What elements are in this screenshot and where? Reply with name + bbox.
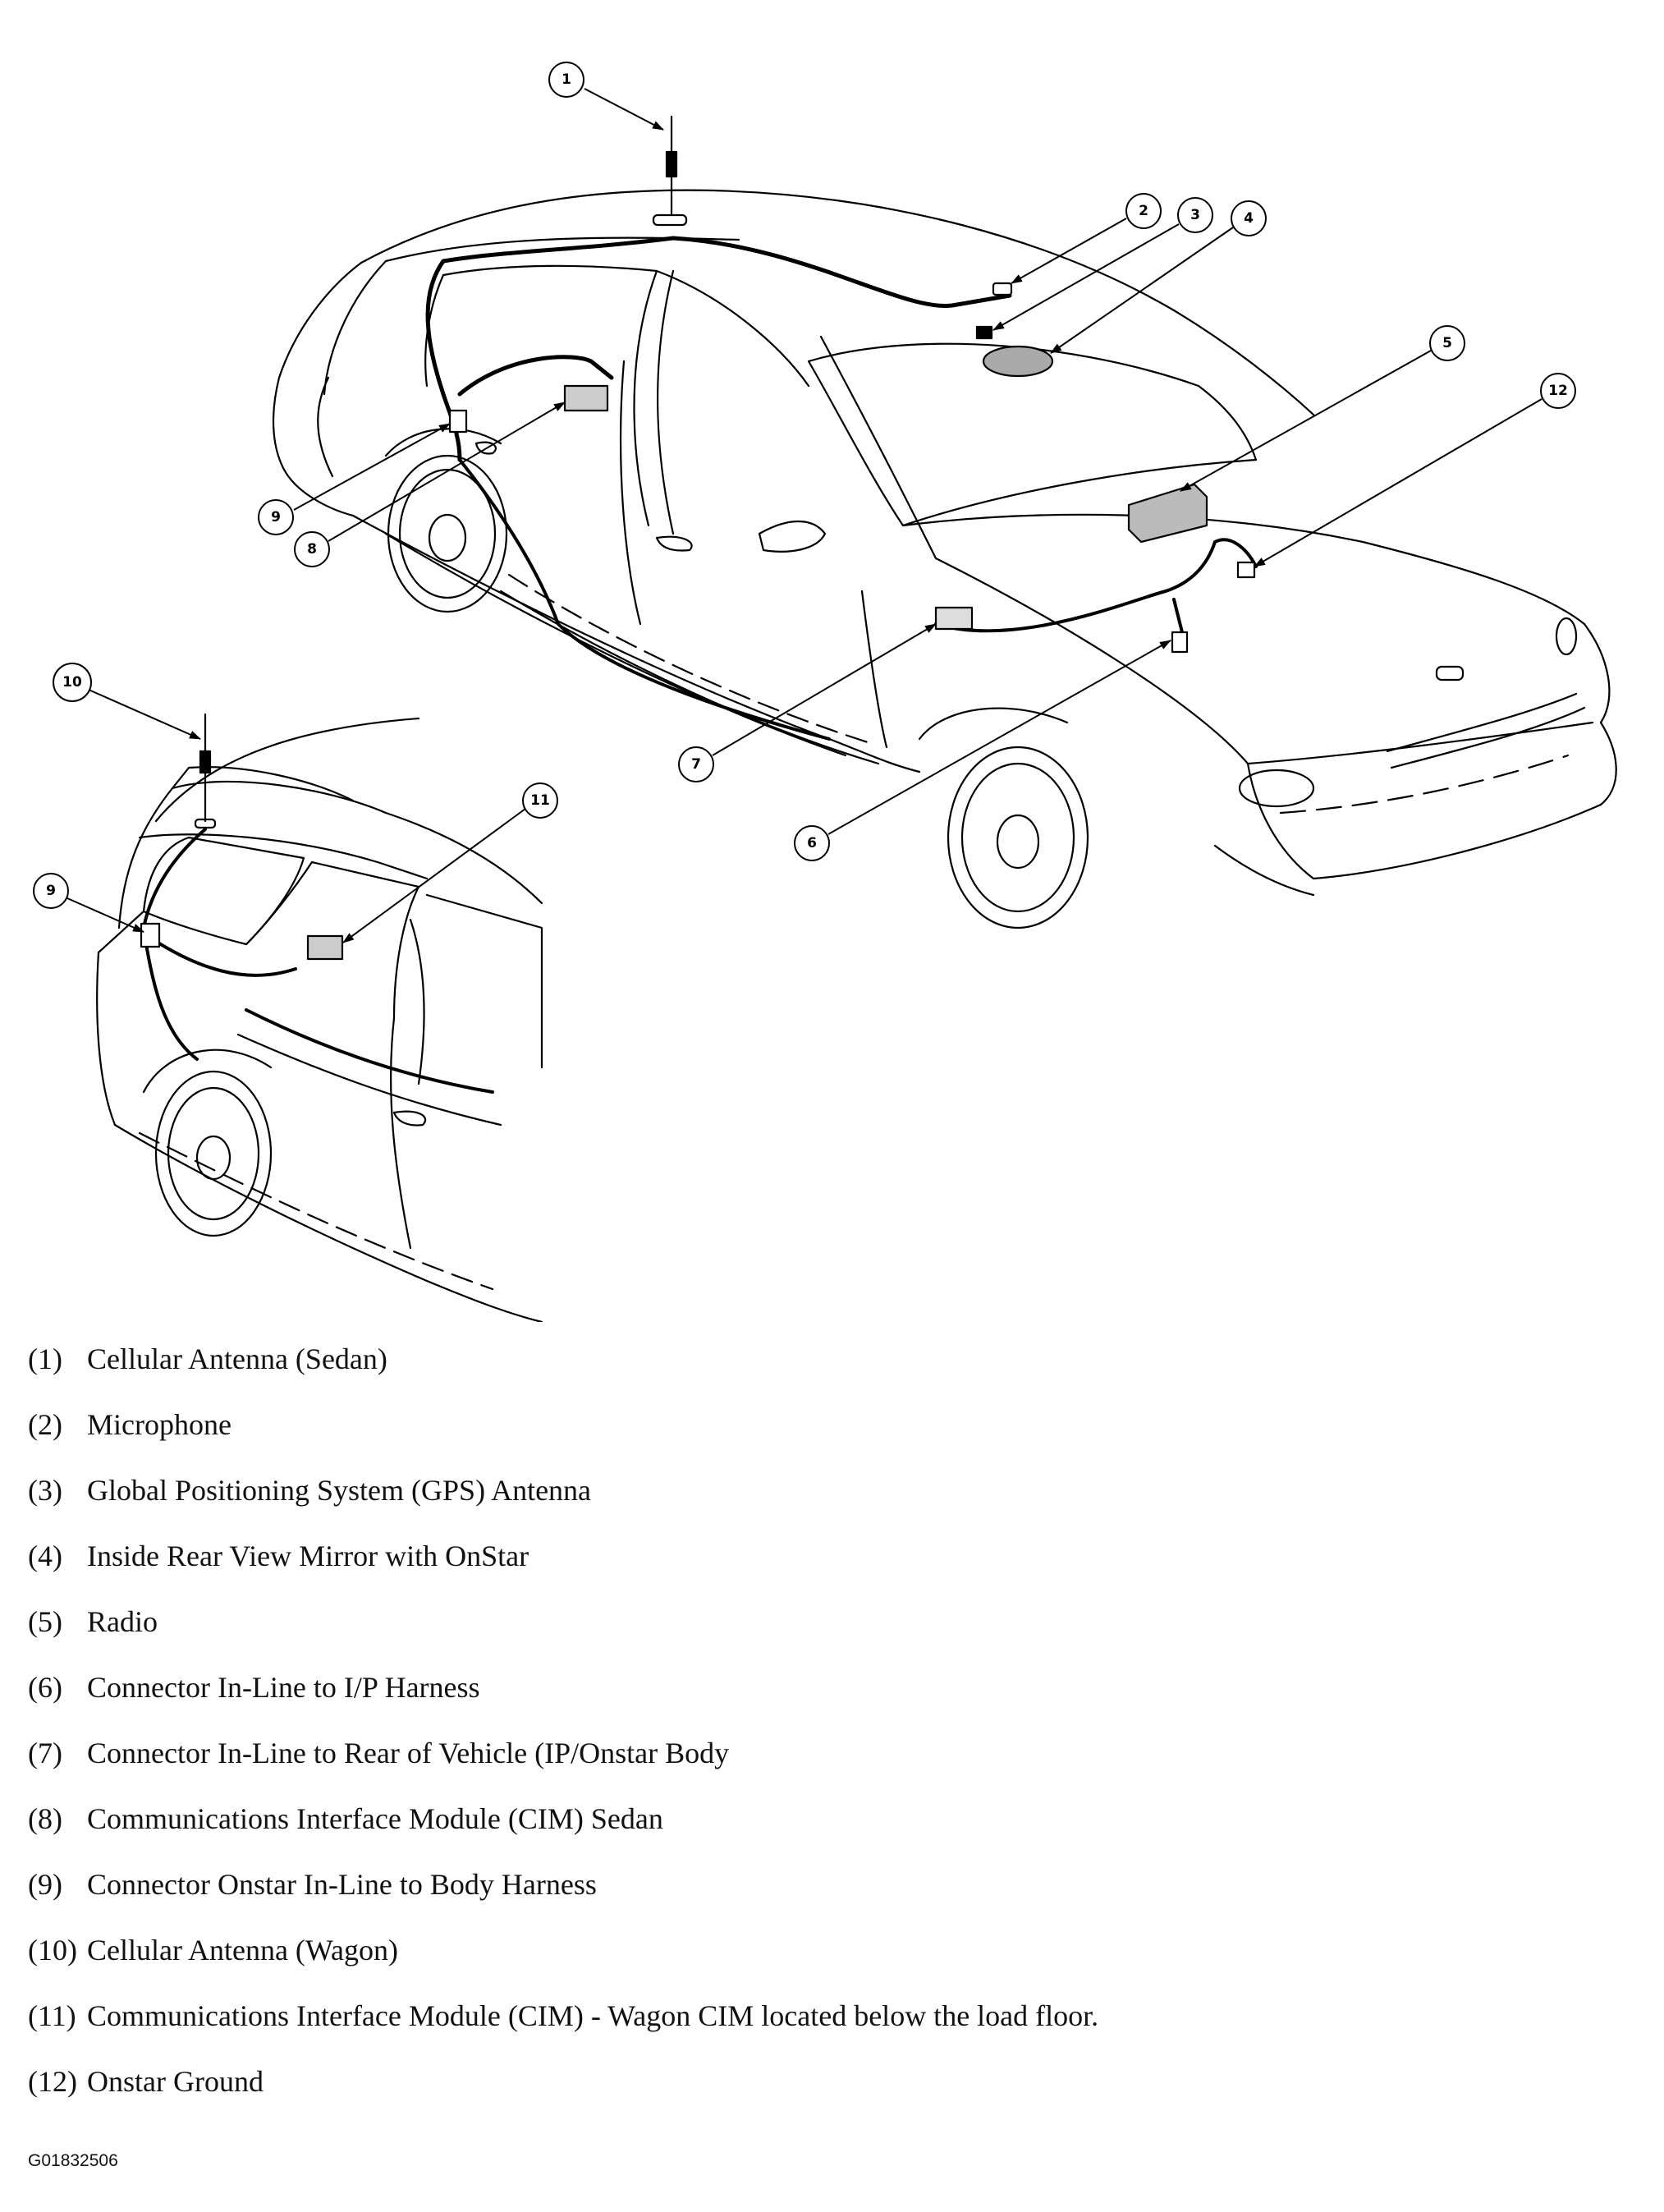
legend-number: (9) (28, 1868, 62, 1901)
legend-text: Cellular Antenna (Sedan) (87, 1342, 387, 1375)
callout-9-sedan (258, 499, 294, 535)
legend-item: (5) Radio (28, 1589, 1637, 1654)
callout-2 (1125, 193, 1162, 229)
legend-number: (12) (28, 2065, 77, 2098)
callout-7-label: 7 (691, 756, 701, 773)
wagon-drawing (96, 713, 543, 1322)
callout-2-label: 2 (1139, 203, 1148, 219)
callout-5-label: 5 (1442, 335, 1452, 351)
legend-item: (2) Microphone (28, 1392, 1637, 1457)
legend-item: (4) Inside Rear View Mirror with OnStar (28, 1523, 1637, 1589)
vehicle-diagram: 1 2 3 4 5 12 9 8 7 6 (33, 62, 1617, 1322)
legend-item: (6) Connector In-Line to I/P Harness (28, 1654, 1637, 1720)
callout-1-label: 1 (562, 71, 571, 88)
legend-number: (2) (28, 1408, 62, 1441)
legend-number: (3) (28, 1474, 62, 1507)
legend-text: Onstar Ground (87, 2065, 264, 2098)
figure-id: G01832506 (28, 2151, 118, 2170)
callout-12-label: 12 (1548, 383, 1568, 399)
callout-10-label: 10 (62, 674, 82, 691)
legend-text: Connector In-Line to I/P Harness (87, 1671, 480, 1704)
callout-11-label: 11 (530, 792, 550, 809)
legend-number: (5) (28, 1605, 62, 1638)
callout-10 (53, 663, 92, 702)
callout-4 (1231, 200, 1267, 236)
legend-text: Cellular Antenna (Wagon) (87, 1934, 398, 1966)
legend-item: (7) Connector In-Line to Rear of Vehicle … (28, 1720, 1637, 1786)
callout-9-sedan-label: 9 (271, 509, 281, 525)
legend-number: (8) (28, 1802, 62, 1835)
legend-item: (8) Communications Interface Module (CIM)… (28, 1786, 1637, 1852)
legend-number: (10) (28, 1934, 77, 1966)
callout-3-label: 3 (1190, 207, 1200, 223)
legend-text: Communications Interface Module (CIM) - … (87, 1999, 1099, 2032)
callout-9-wagon (33, 873, 69, 909)
callout-3 (1177, 197, 1213, 233)
legend-text: Connector Onstar In-Line to Body Harness (87, 1868, 597, 1901)
legend-number: (1) (28, 1342, 62, 1375)
legend-item: (3) Global Positioning System (GPS) Anten… (28, 1457, 1637, 1523)
sedan-drawing (272, 115, 1617, 929)
legend-number: (4) (28, 1540, 62, 1572)
callout-7 (678, 746, 714, 782)
legend-number: (7) (28, 1737, 62, 1769)
legend-text: Communications Interface Module (CIM) Se… (87, 1802, 663, 1835)
callout-9-wagon-label: 9 (46, 883, 56, 899)
callout-4-label: 4 (1244, 210, 1254, 227)
callout-8-label: 8 (307, 541, 317, 558)
legend-text: Global Positioning System (GPS) Antenna (87, 1474, 592, 1507)
legend-number: (11) (28, 1999, 76, 2032)
legend-text: Microphone (87, 1408, 231, 1441)
component-legend: (1) Cellular Antenna (Sedan) (2) Microphon… (28, 1326, 1637, 2114)
callout-8 (294, 531, 330, 567)
callout-6 (794, 825, 830, 861)
legend-item: (12) Onstar Ground (28, 2049, 1637, 2114)
callout-6-label: 6 (807, 835, 817, 851)
legend-item: (1) Cellular Antenna (Sedan) (28, 1326, 1637, 1392)
callout-12 (1540, 373, 1576, 409)
legend-text: Radio (87, 1605, 158, 1638)
legend-number: (6) (28, 1671, 62, 1704)
legend-text: Inside Rear View Mirror with OnStar (87, 1540, 529, 1572)
callout-5 (1429, 325, 1465, 361)
legend-item: (11) Communications Interface Module (CIM… (28, 1983, 1637, 2049)
legend-item: (10) Cellular Antenna (Wagon) (28, 1917, 1637, 1983)
callout-11 (522, 782, 558, 819)
callout-1 (548, 62, 584, 98)
legend-item: (9) Connector Onstar In-Line to Body Harn… (28, 1852, 1637, 1917)
legend-text: Connector In-Line to Rear of Vehicle (IP… (87, 1737, 730, 1769)
callouts: 1 2 3 4 5 12 9 8 7 6 (33, 62, 1576, 943)
